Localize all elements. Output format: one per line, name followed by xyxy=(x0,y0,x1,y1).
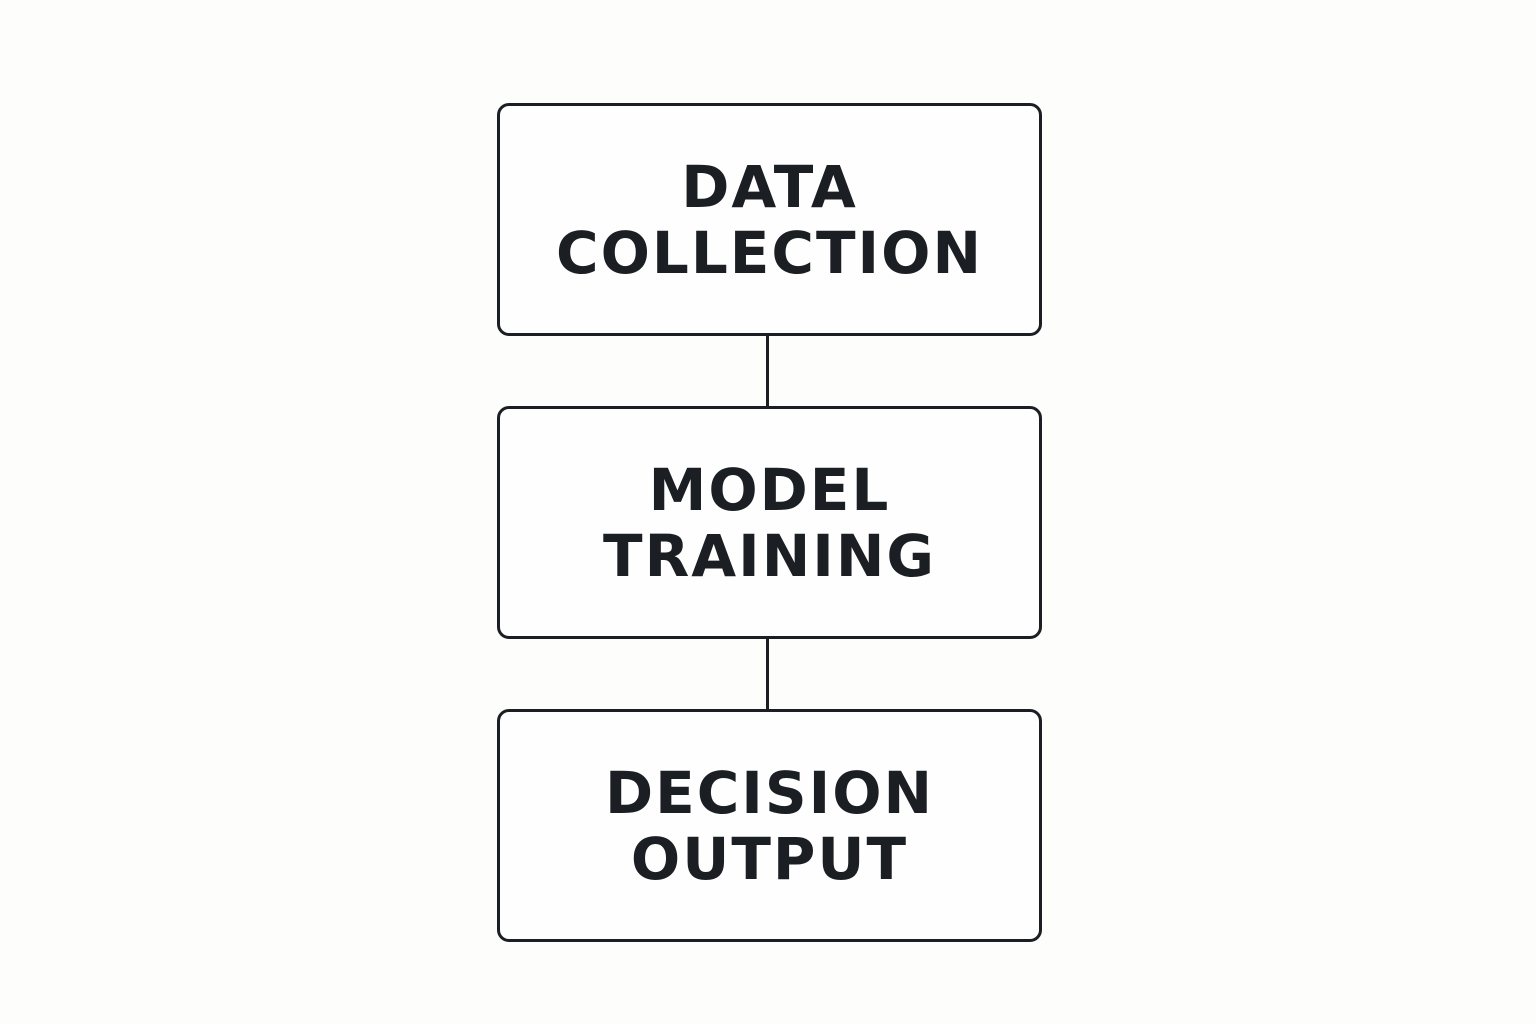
step-model-training-box: MODEL TRAINING xyxy=(497,406,1042,639)
step-label-line: COLLECTION xyxy=(556,218,983,287)
connector-line xyxy=(766,639,769,709)
step-label-line: TRAINING xyxy=(603,521,936,590)
connector-line xyxy=(766,336,769,406)
step-label-line: MODEL xyxy=(648,455,891,524)
step-label-line: OUTPUT xyxy=(630,824,909,893)
step-label-line: DATA xyxy=(681,152,858,221)
step-decision-output-box: DECISION OUTPUT xyxy=(497,709,1042,942)
step-label-line: DECISION xyxy=(604,758,935,827)
step-data-collection-box: DATA COLLECTION xyxy=(497,103,1042,336)
